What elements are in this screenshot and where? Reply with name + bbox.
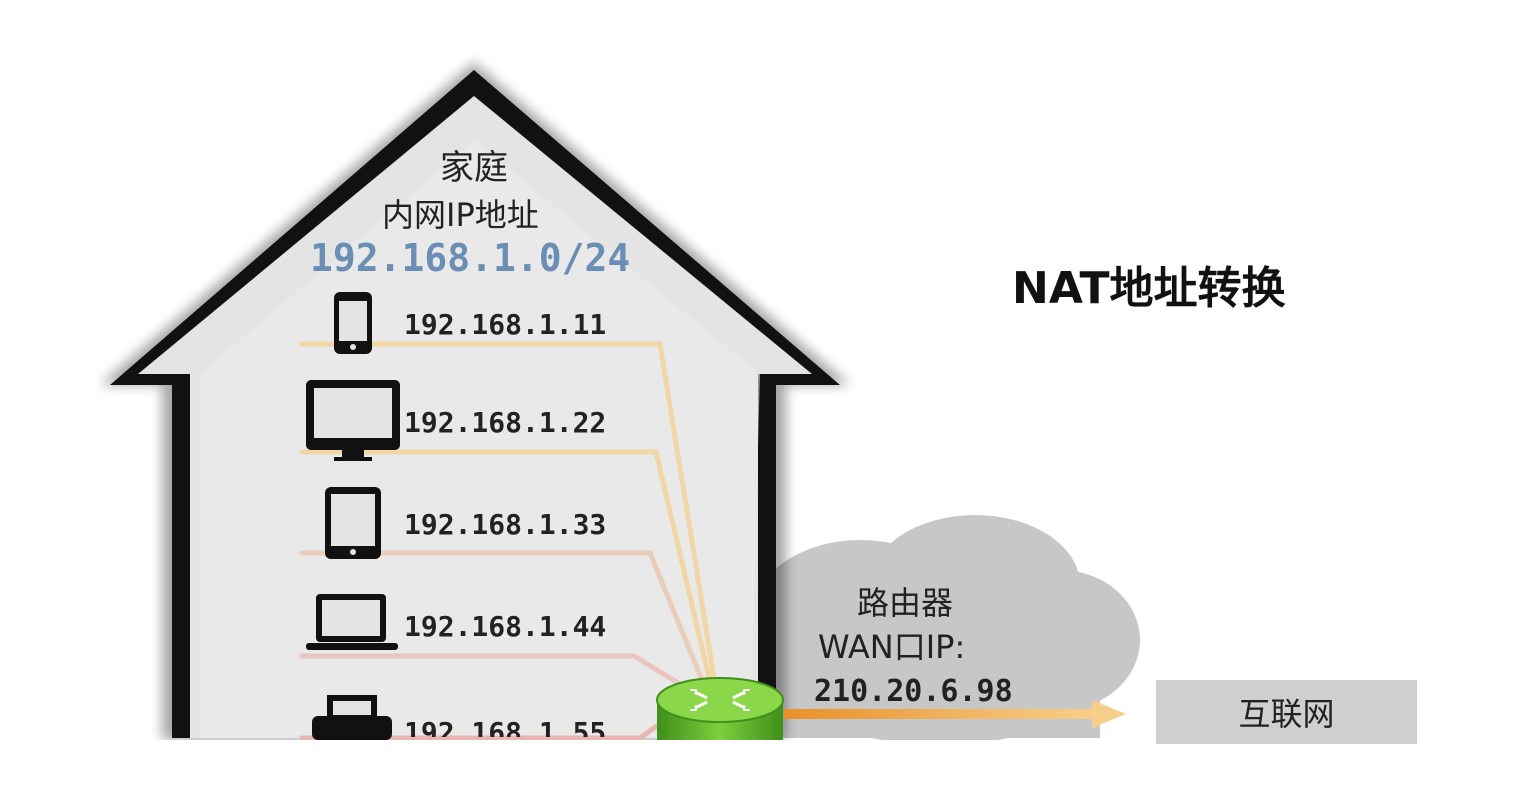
laptop-icon — [306, 594, 398, 650]
line-device-3 — [299, 550, 709, 693]
line-device-1 — [299, 341, 719, 693]
tablet-icon — [325, 487, 381, 559]
device-ip-label: 192.168.1.11 — [404, 308, 607, 341]
internet-label: 互联网 — [1238, 695, 1335, 733]
house-title: 家庭 — [440, 148, 508, 188]
house-subtitle: 内网IP地址 — [382, 196, 539, 234]
wan-label: WAN口IP: — [818, 628, 966, 666]
device-ip-label: 192.168.1.55 — [404, 716, 607, 749]
internet-box: 互联网 — [1156, 680, 1417, 744]
outgoing-arrow — [784, 700, 1126, 728]
device-ip-label: 192.168.1.22 — [404, 406, 607, 439]
line-device-4 — [299, 653, 701, 698]
printer-icon — [312, 695, 392, 740]
router-icon — [656, 677, 784, 740]
diagram-title: NAT地址转换 — [1012, 263, 1286, 314]
device-ip-label: 192.168.1.44 — [404, 610, 607, 643]
line-device-2 — [299, 449, 715, 693]
device-ip-label: 192.168.1.33 — [404, 508, 607, 541]
wan-ip: 210.20.6.98 — [814, 674, 1013, 709]
smartphone-icon — [334, 292, 372, 354]
monitor-icon — [306, 380, 400, 461]
subnet-label: 192.168.1.0/24 — [310, 236, 631, 280]
router-label: 路由器 — [857, 584, 954, 622]
